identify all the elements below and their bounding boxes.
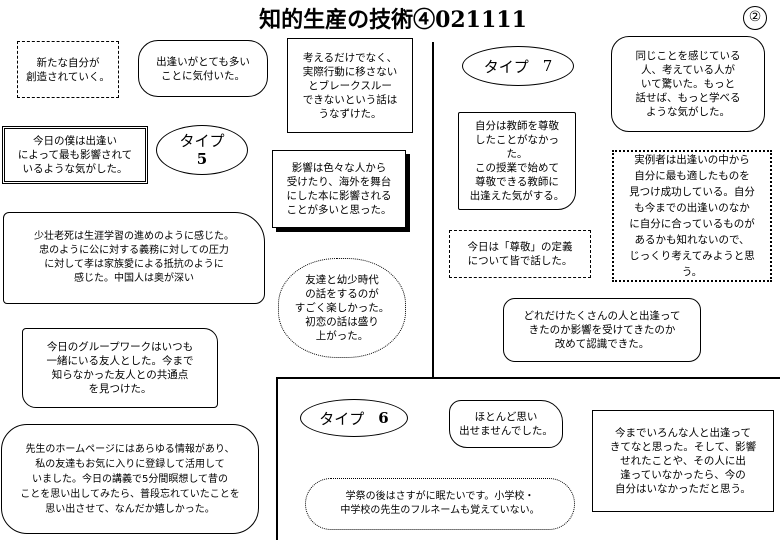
divider-horizontal [276,377,780,379]
page-number: ② [743,6,767,30]
type7-label-text: タイプ [483,57,529,76]
comment-action-breakthrough: 考えるだけでなく、 実際行動に移さない とブレークスルー できないという話は う… [287,38,413,133]
divider-vertical-top [432,42,434,377]
type6-label: タイプ 6 [300,399,408,437]
comment-recognized-influence: どれだけたくさんの人と出逢って きたのか影響を受けてきたのか 改めて認識できた。 [503,298,701,362]
comment-group-work: 今日のグループワークはいつも 一緒にいる友人とした。今まで 知らなかった友人との… [22,328,218,408]
type5-label-text: タイプ [179,132,225,150]
comment-influenced-by-encounters: 今日の僕は出逢い によって最も影響されて いるような気がした。 [2,126,148,184]
type5-label-number: 5 [196,150,208,168]
type6-label-number: 6 [378,409,389,427]
type7-label: タイプ 7 [462,46,574,86]
comment-success-examples: 実例者は出逢いの中から 自分に最も適したものを 見つけ成功している。自分 も今ま… [612,150,772,282]
comment-after-festival: 学祭の後はさすがに眠たいです。小学校・ 中学校の先生のフルネームも覚えていない。 [305,478,575,530]
comment-homepage-meditation: 先生のホームページにはあらゆる情報があり、 私の友達もお気に入りに登録して活用し… [1,424,259,534]
comment-cannot-remember: ほとんど思い 出せませんでした。 [449,400,563,448]
type5-label: タイプ 5 [156,125,248,175]
comment-influence-sources: 影響は色々な人から 受けたり、海外を舞台 にした本に影響される ことが多いと思っ… [272,150,406,228]
page-title: 知的生産の技術④021111 [259,7,527,33]
comment-new-self: 新たな自分が 創造されていく。 [17,41,119,98]
comment-lifelong-learning: 少壮老死は生涯学習の進めのように感じた。 忠のように公に対する義務に対しての圧力… [3,212,265,304]
comment-respect-teacher: 自分は教師を尊敬 したことがなかった。 この授業で始めて 尊敬できる教師に 出逢… [458,112,576,210]
comment-define-respect: 今日は「尊敬」の定義 について皆で話した。 [449,230,591,278]
comment-childhood-friends: 友達と幼少時代 の話をするのが すごく楽しかった。 初恋の話は盛り 上がった。 [278,258,406,358]
type7-label-number: 7 [542,57,553,75]
divider-vertical-bottom [276,377,278,540]
comment-met-many-people: 今までいろんな人と出逢って きてなと思った。そして、影響 せれたことや、その人に… [592,410,774,512]
type6-label-text: タイプ [319,409,365,428]
comment-same-feelings: 同じことを感じている 人、考えている人が いて驚いた。もっと 話せば、もっと学べ… [611,36,765,132]
comment-many-encounters: 出逢いがとても多い ことに気付いた。 [138,40,268,97]
